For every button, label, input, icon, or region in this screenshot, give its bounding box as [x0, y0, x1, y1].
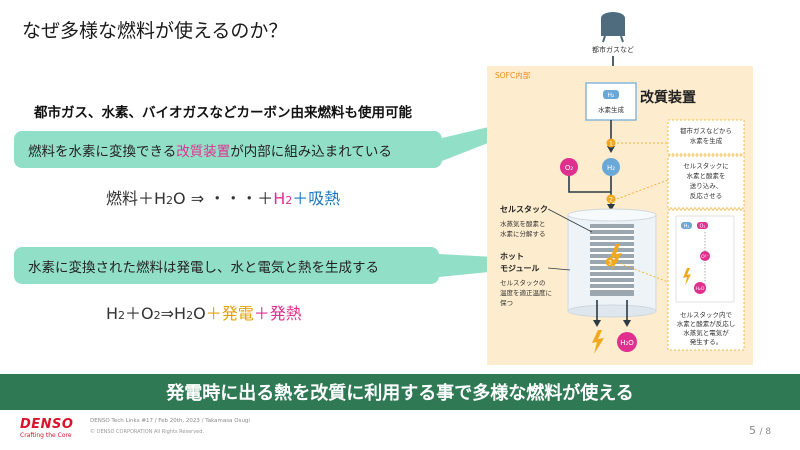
formula1-sub: 2	[166, 194, 174, 207]
callout-highlight: 改質装置	[176, 143, 231, 160]
summary-banner: 発電時に出る熱を改質に利用する事で多様な燃料が使える	[0, 374, 800, 410]
denso-logo: DENSO	[20, 417, 74, 432]
footer-meta: DENSO Tech Links #17 / Feb 20th, 2023 / …	[90, 418, 250, 424]
mini-o2b-circle	[700, 251, 710, 261]
h2-circle	[602, 158, 620, 176]
mini-h2o-text: H₂O	[696, 286, 705, 292]
h2o-out-text: H₂O	[620, 339, 634, 347]
formula2-heat: 発熱	[269, 304, 302, 323]
hot-title-2: モジュール	[500, 264, 539, 273]
note3-line2: 水素と酸素が反応し	[677, 319, 736, 328]
step2-badge	[606, 194, 616, 204]
cell-leader	[547, 208, 593, 233]
note2-box	[667, 155, 745, 209]
formula-reforming: 燃料＋H2O ⇒ ・・・＋H2＋吸熱	[106, 185, 340, 209]
power-bolt-icon	[592, 330, 604, 354]
cell-title: セルスタック	[500, 204, 548, 214]
formula2-o-sub: 2	[153, 309, 161, 322]
mini-o2b-text: O²⁻	[701, 254, 709, 260]
callout-pre: 燃料を水素に変換できる	[28, 143, 177, 160]
reformer-h2-badge	[603, 90, 619, 99]
formula2-h-sub: 2	[118, 309, 126, 322]
callout-post: が内部に組み込まれている	[230, 143, 392, 160]
formula2-w-sub: 2	[186, 309, 194, 322]
page-current: 5	[749, 424, 756, 437]
o2-circle	[560, 158, 578, 176]
mini-h2o-circle	[694, 282, 706, 294]
mini-h2-badge	[681, 222, 692, 229]
hot-module	[567, 208, 657, 318]
merge-arrow-head	[607, 204, 615, 211]
hot-desc-2: 温度を適正温度に	[500, 288, 552, 297]
water-out-head	[623, 320, 631, 327]
hot-desc-1: セルスタックの	[500, 278, 546, 287]
page-total: / 8	[759, 427, 772, 437]
h2o-out-circle	[617, 332, 637, 352]
note2-line4: 反応させる	[690, 191, 723, 200]
reformer-sub: 水素生成	[598, 105, 625, 114]
cell-desc-1: 水蒸気を酸素と	[500, 219, 546, 228]
logo-tagline: Crafting the Core	[20, 432, 72, 439]
panel-label: SOFC内部	[495, 70, 531, 80]
step1-badge	[606, 138, 616, 148]
step1-text: 1	[609, 141, 613, 148]
formula1-h2-sub: 2	[285, 194, 293, 207]
formula1-plus: ＋	[292, 189, 309, 208]
note2-line1: セルスタックに	[683, 161, 729, 170]
reformer-h2-text: H₂	[608, 92, 616, 99]
cell-desc-2: 水素に分解する	[500, 229, 546, 238]
hot-desc-3: 保つ	[500, 298, 513, 307]
formula2-h: H	[106, 304, 119, 323]
formula2-o: O	[193, 304, 206, 323]
note2-line3: 送り込み、	[690, 181, 723, 190]
formula2-plus-o: ＋O	[125, 304, 154, 323]
callout-reformer: 燃料を水素に変換できる改質装置が内部に組み込まれている	[14, 131, 442, 168]
step3-leader	[615, 261, 669, 283]
formula1-h2: H	[273, 189, 286, 208]
footer-copyright: © DENSO CORPORATION All Rights Reserved.	[90, 429, 204, 435]
note3-line1: セルスタック内で	[680, 310, 733, 319]
note1-box	[667, 119, 745, 155]
mini-o2-badge	[697, 222, 708, 229]
formula2-plus1: ＋	[205, 304, 222, 323]
formula2-power: 発電	[221, 304, 254, 323]
mini-bolt-icon	[683, 268, 691, 286]
hot-leader	[547, 267, 571, 271]
formula1-mid: O ⇒ ・・・＋	[173, 189, 274, 208]
note1-line1: 都市ガスなどから	[680, 126, 732, 135]
power-out-head	[593, 320, 601, 327]
reformer-title: 改質装置	[640, 89, 696, 106]
formula-generation: H2＋O2⇒H2O＋発電＋発熱	[106, 300, 302, 324]
lead-text: 都市ガス、水素、バイオガスなどカーボン由来燃料も使用可能	[34, 105, 412, 121]
tank-icon	[601, 12, 625, 43]
mini-h2-text: H₂	[684, 224, 690, 230]
page-number: 5 / 8	[749, 424, 771, 437]
formula2-arrow: ⇒H	[160, 304, 187, 323]
page-title: なぜ多様な燃料が使えるのか？	[22, 20, 288, 42]
reformer-box	[585, 82, 637, 121]
hot-title-1: ホット	[500, 252, 524, 261]
h2-text: H₂	[607, 164, 615, 172]
o2-merge-line	[568, 176, 611, 193]
o2-text: O₂	[565, 164, 574, 172]
callout-generation: 水素に変換された燃料は発電し、水と電気と熱を生成する	[14, 247, 439, 284]
stack-bolt-icon	[610, 244, 622, 270]
note2-line2: 水素と酸素を	[687, 171, 726, 180]
reformer-down-head	[607, 146, 615, 153]
step3-badge	[605, 257, 615, 267]
formula1-left: 燃料＋H	[106, 189, 167, 208]
step2-text: 2	[609, 197, 613, 204]
step2-leader	[616, 179, 669, 200]
note1-line2: 水素を生成	[690, 136, 723, 145]
step3-text: 3	[608, 260, 612, 267]
note3-line3: 水蒸気と電気が	[683, 328, 729, 337]
mini-o2-text: O₂	[700, 224, 706, 230]
tank-label: 都市ガスなど	[592, 45, 634, 54]
formula2-plus2: ＋	[253, 304, 270, 323]
formula1-endothermic: 吸熱	[308, 189, 341, 208]
note3-line4: 発生する。	[690, 337, 723, 346]
